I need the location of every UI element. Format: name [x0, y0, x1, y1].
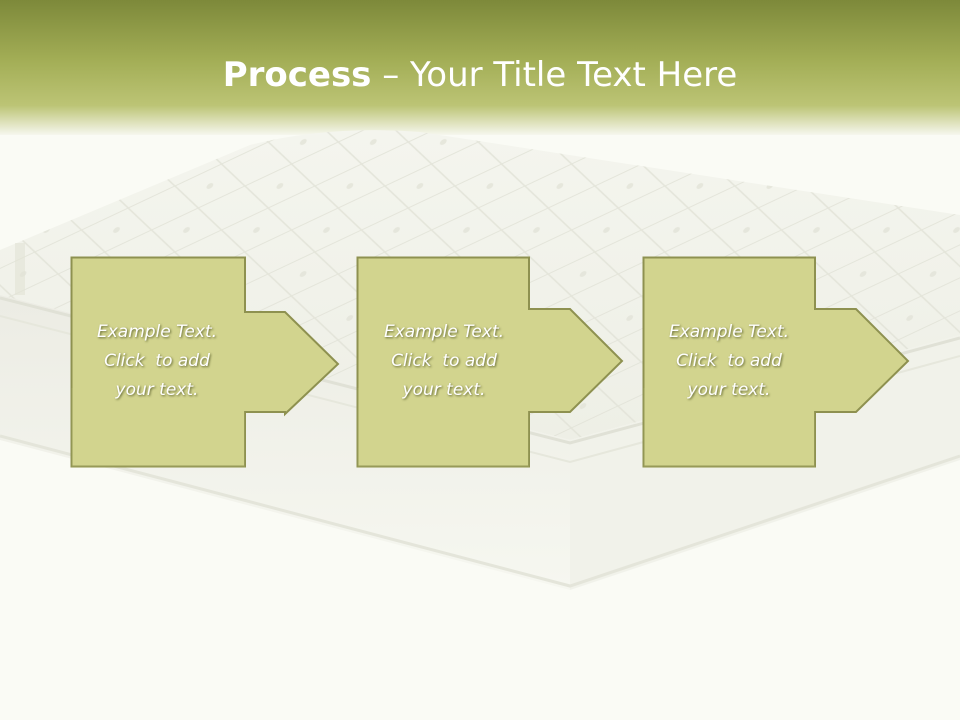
step-text-line: your text.	[402, 379, 486, 400]
step-text-line: Click to add	[676, 350, 782, 371]
step-text-line: Example Text.	[96, 321, 218, 342]
step-text-line: your text.	[115, 379, 199, 400]
step-3-reflection	[643, 388, 815, 468]
step-1-reflection	[71, 388, 245, 468]
process-step-2-arrow[interactable]	[356, 256, 626, 468]
slide-title[interactable]: Process – Your Title Text Here	[0, 52, 960, 98]
process-step-2-text[interactable]: Example Text. Click to add your text.	[359, 256, 529, 466]
step-2-reflection	[357, 388, 529, 468]
step-text-line: Example Text.	[668, 321, 790, 342]
process-step-3-arrow[interactable]	[642, 256, 912, 468]
title-regular-part: – Your Title Text Here	[371, 55, 738, 95]
process-step-1-text[interactable]: Example Text. Click to add your text.	[72, 256, 242, 466]
process-step-3-text[interactable]: Example Text. Click to add your text.	[644, 256, 814, 466]
step-text-line: your text.	[687, 379, 771, 400]
title-banner	[0, 0, 960, 135]
step-text-line: Example Text.	[383, 321, 505, 342]
title-bold-part: Process	[222, 55, 372, 95]
step-text-line: Click to add	[391, 350, 497, 371]
process-step-1-arrow[interactable]	[70, 256, 340, 468]
step-text-line: Click to add	[104, 350, 210, 371]
